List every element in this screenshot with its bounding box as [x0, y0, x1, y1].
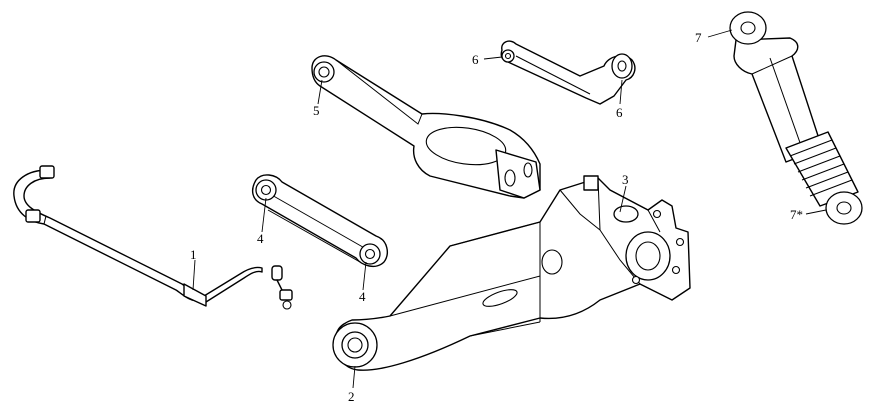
stabilizer-bar [13, 165, 263, 307]
callouts: 1 2 3 4 4 5 6 6 7 7* [190, 30, 803, 404]
upper-control-arm [311, 55, 541, 199]
callout-2: 2 [348, 389, 355, 404]
wheel-knuckle [613, 205, 685, 285]
callout-7: 7 [695, 30, 702, 45]
callout-3: 3 [622, 172, 629, 187]
callout-4-upper: 4 [257, 231, 264, 246]
stabilizer-link [271, 265, 293, 310]
lower-lateral-arm [251, 174, 388, 268]
callout-6-left: 6 [472, 52, 479, 67]
callout-6-right: 6 [616, 105, 623, 120]
trailing-arm [332, 175, 691, 371]
callout-1: 1 [190, 247, 197, 262]
leader-lines [192, 29, 827, 389]
callout-5: 5 [313, 103, 320, 118]
toe-link [500, 40, 636, 105]
callout-4-lower: 4 [359, 289, 366, 304]
shock-absorber [729, 11, 863, 225]
shock-boot [785, 131, 859, 207]
callout-7-star: 7* [790, 207, 803, 222]
